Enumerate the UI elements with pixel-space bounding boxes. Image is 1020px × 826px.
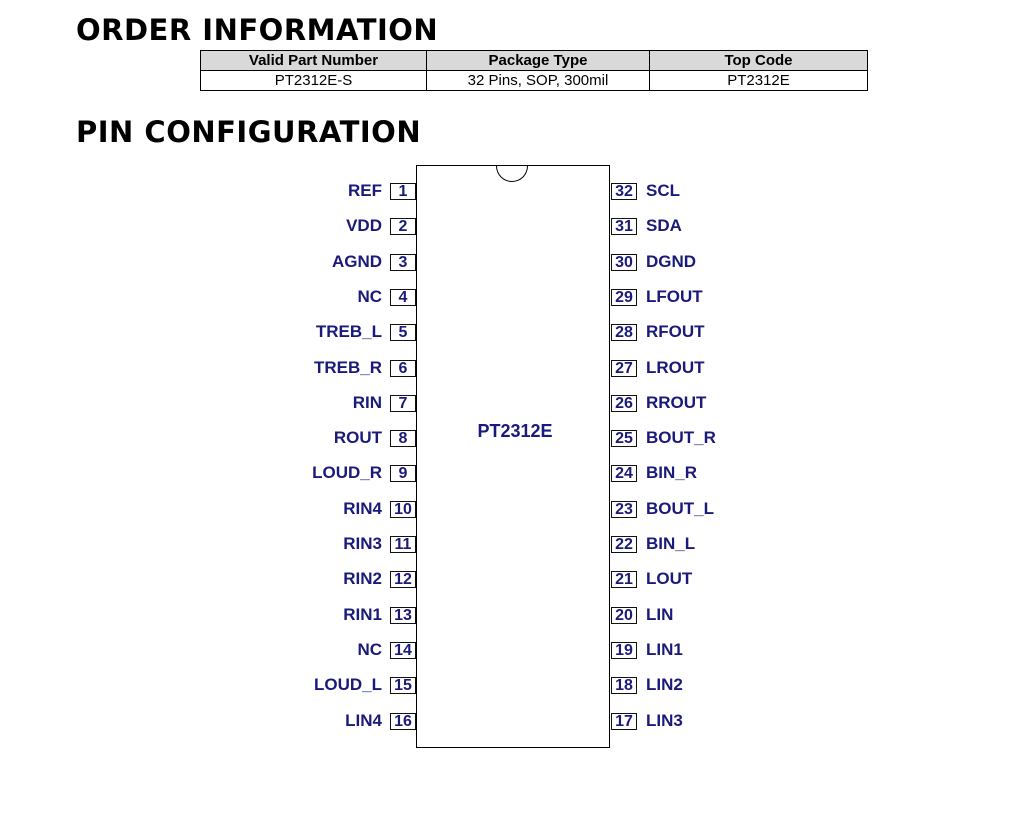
- pin-name: REF: [348, 181, 382, 200]
- pin-number: 24: [611, 465, 637, 483]
- pin-number: 1: [390, 183, 416, 200]
- pin-number: 14: [390, 641, 416, 659]
- pin-name: ROUT: [333, 428, 382, 448]
- pin-number: 9: [390, 465, 416, 483]
- pin-number: 10: [390, 500, 416, 518]
- pin-configuration-title: PIN CONFIGURATION: [76, 115, 422, 149]
- pin-name: BOUT_L: [646, 498, 714, 518]
- pin-number: 27: [611, 359, 637, 377]
- pin-name: AGND: [331, 251, 382, 271]
- pin-number: 17: [611, 712, 637, 730]
- table-header-row: Valid Part Number Package Type Top Code: [200, 50, 868, 71]
- pin-number: 5: [390, 324, 416, 342]
- pin-name: RIN4: [343, 498, 382, 518]
- pin-number: 19: [611, 641, 637, 659]
- pin-number: 15: [390, 677, 416, 695]
- pin-number: 30: [611, 253, 637, 271]
- pin-number: 21: [611, 571, 637, 589]
- pin-name: NC: [357, 286, 382, 306]
- header-part-number: Valid Part Number: [200, 50, 427, 71]
- chip-label: PT2312E: [477, 421, 553, 441]
- pin-name: LFOUT: [646, 286, 703, 306]
- pin-name: TREB_L: [315, 322, 382, 342]
- pin-number: 23: [611, 500, 637, 518]
- pin-name: RFOUT: [646, 322, 705, 342]
- pin-name: DGND: [646, 251, 697, 271]
- order-table: Valid Part Number Package Type Top Code …: [200, 50, 868, 91]
- pin-number: 3: [390, 253, 416, 271]
- pin-name: BIN_R: [646, 463, 698, 483]
- cell-top-code: PT2312E: [649, 70, 868, 91]
- pin-number: 12: [390, 571, 416, 589]
- pin-name: LIN: [646, 604, 674, 624]
- pin-number: 22: [611, 536, 637, 553]
- pin-number: 11: [390, 536, 416, 553]
- pin-name: LIN4: [345, 710, 382, 730]
- pin-number: 18: [611, 677, 637, 695]
- header-package-type: Package Type: [426, 50, 650, 71]
- order-information-title: ORDER INFORMATION: [76, 13, 439, 47]
- pin-name: BIN_L: [646, 534, 696, 553]
- pin-name: LOUD_L: [314, 675, 382, 695]
- chip-body: [416, 165, 610, 748]
- pin-name: SCL: [646, 181, 680, 200]
- pin-number: 32: [611, 183, 637, 200]
- table-row: PT2312E-S 32 Pins, SOP, 300mil PT2312E: [200, 70, 868, 91]
- pin-name: LOUT: [646, 569, 693, 589]
- pin-name: SDA: [646, 216, 682, 236]
- pin-number: 8: [390, 430, 416, 448]
- pin-number: 25: [611, 430, 637, 448]
- pin-number: 13: [390, 606, 416, 624]
- pin-number: 16: [390, 712, 416, 730]
- pin-name: LOUD_R: [312, 463, 382, 483]
- pin-name: RIN3: [343, 534, 382, 553]
- pin-number: 6: [390, 359, 416, 377]
- pin-number: 2: [390, 218, 416, 236]
- pin-name: VDD: [346, 216, 382, 236]
- pin-name: TREB_R: [313, 357, 382, 377]
- pin-name: LIN2: [646, 675, 683, 695]
- pin-name: RIN1: [343, 604, 382, 624]
- pin-name: LIN3: [646, 710, 683, 730]
- pin-number: 26: [611, 394, 637, 412]
- pin-name: LROUT: [646, 357, 705, 377]
- pin-name: RIN: [352, 392, 382, 412]
- pin-number: 29: [611, 288, 637, 306]
- pin-name: RROUT: [646, 392, 707, 412]
- cell-package-type: 32 Pins, SOP, 300mil: [426, 70, 650, 91]
- pin-number: 28: [611, 324, 637, 342]
- pin-number: 4: [390, 288, 416, 306]
- pin-number: 31: [611, 218, 637, 236]
- pin-name: RIN2: [343, 569, 382, 589]
- pin-number: 20: [611, 606, 637, 624]
- pin-number: 7: [390, 394, 416, 412]
- header-top-code: Top Code: [649, 50, 868, 71]
- cell-part-number: PT2312E-S: [200, 70, 427, 91]
- pin-name: NC: [357, 639, 382, 659]
- pin-name: LIN1: [646, 639, 683, 659]
- pin-name: BOUT_R: [646, 428, 716, 448]
